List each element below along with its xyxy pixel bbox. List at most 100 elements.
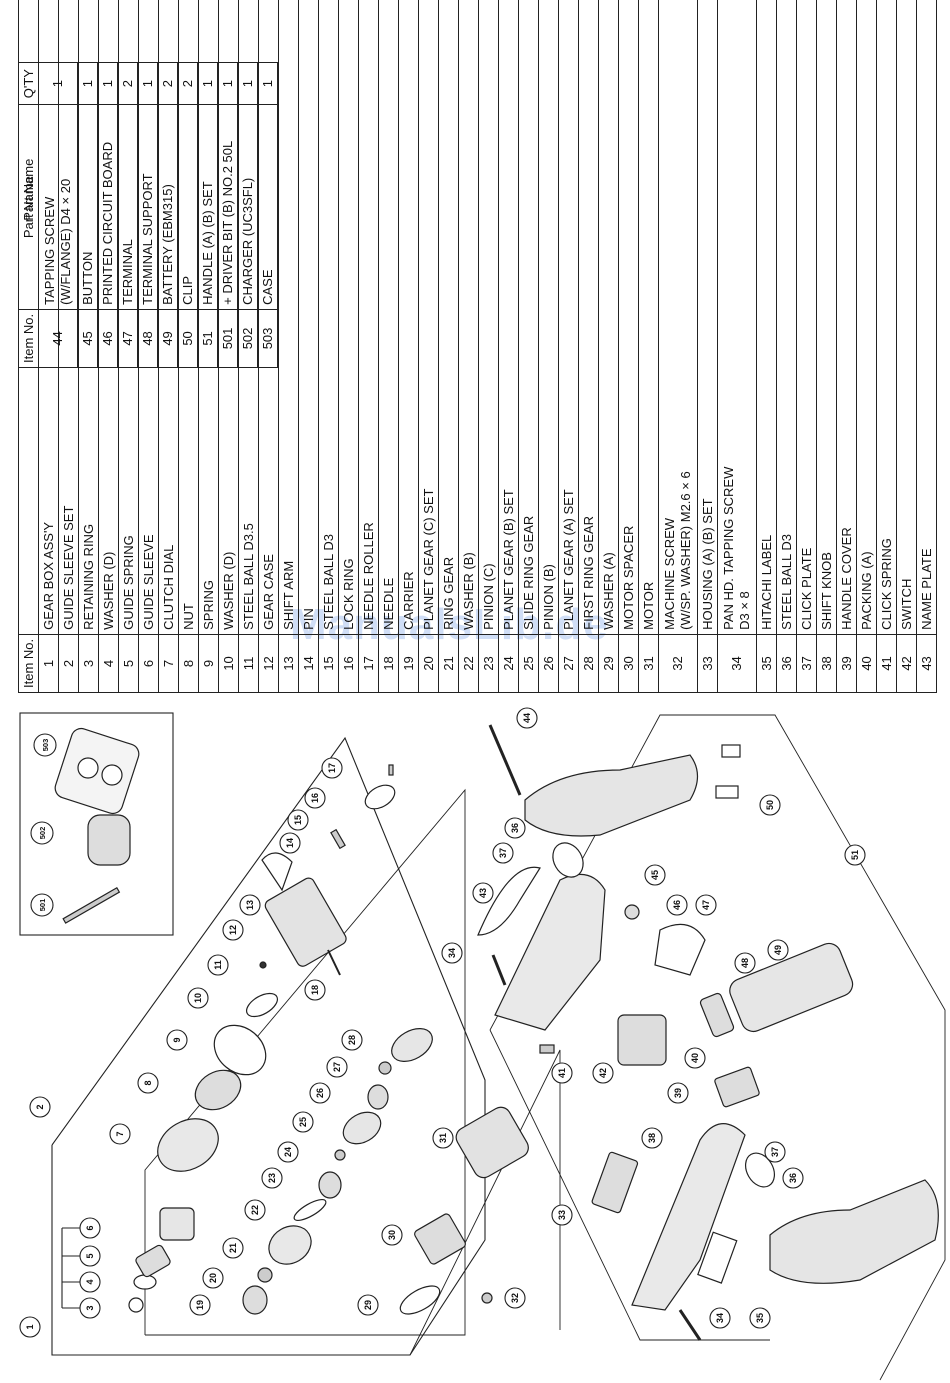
callout-number: 1 bbox=[25, 1324, 35, 1329]
part-name-line1: PAN HD. TAPPING SCREW bbox=[721, 466, 736, 630]
part-name: PINION (C) bbox=[478, 0, 499, 635]
callout-39: 39 bbox=[667, 1082, 689, 1104]
item-no: 42 bbox=[896, 634, 917, 693]
item-no: 15 bbox=[318, 634, 339, 693]
callout-number: 33 bbox=[557, 1210, 567, 1220]
battery-illustration bbox=[729, 942, 854, 1033]
callout-49: 49 bbox=[767, 939, 789, 961]
callout-34: 34 bbox=[441, 942, 463, 964]
part-name: WASHER (A) bbox=[598, 0, 619, 635]
item-no: 3 bbox=[78, 634, 99, 693]
part-name: PLANET GEAR (C) SET bbox=[418, 0, 439, 635]
callout-12: 12 bbox=[222, 919, 244, 941]
driver-bit-illustration bbox=[62, 886, 121, 924]
header-part-name: Part Name bbox=[18, 104, 39, 310]
callout-number: 17 bbox=[327, 763, 337, 773]
handle-illustration bbox=[769, 1179, 939, 1284]
item-no: 28 bbox=[578, 634, 599, 693]
callout-13: 13 bbox=[239, 894, 261, 916]
callout-29: 29 bbox=[357, 1294, 379, 1316]
callout-number: 3 bbox=[85, 1305, 95, 1310]
callout-48: 48 bbox=[734, 952, 756, 974]
switch-illustration bbox=[617, 1014, 667, 1066]
part-name: PLANET GEAR (A) SET bbox=[558, 0, 579, 635]
item-no: 50 bbox=[177, 309, 198, 368]
callout-45: 45 bbox=[644, 864, 666, 886]
callout-15: 15 bbox=[287, 809, 309, 831]
callout-20: 20 bbox=[202, 1267, 224, 1289]
callout-number: 49 bbox=[773, 945, 783, 955]
table-row: 31MOTOR1 bbox=[638, 0, 659, 693]
item-no: 45 bbox=[77, 309, 98, 368]
callout-number: 30 bbox=[387, 1230, 397, 1240]
quantity: 1 bbox=[97, 62, 118, 105]
callout-number: 16 bbox=[310, 793, 320, 803]
callout-28: 28 bbox=[341, 1029, 363, 1051]
item-no: 9 bbox=[198, 634, 219, 693]
callout-24: 24 bbox=[277, 1141, 299, 1163]
callout-number: 501 bbox=[38, 899, 47, 912]
item-no: 1 bbox=[38, 634, 59, 693]
callout-number: 24 bbox=[283, 1147, 293, 1157]
callout-number: 29 bbox=[363, 1300, 373, 1310]
callout-38: 38 bbox=[641, 1127, 663, 1149]
callout-number: 32 bbox=[510, 1293, 520, 1303]
callout-8: 8 bbox=[137, 1072, 159, 1094]
item-no: 43 bbox=[916, 634, 937, 693]
callout-35: 35 bbox=[749, 1307, 771, 1329]
callout-number: 13 bbox=[245, 900, 255, 910]
item-no: 6 bbox=[138, 634, 159, 693]
callout-18: 18 bbox=[304, 979, 326, 1001]
callout-number: 25 bbox=[298, 1117, 308, 1127]
gear-case-illustration bbox=[264, 877, 347, 967]
item-no: 8 bbox=[178, 634, 199, 693]
part-name: WASHER (B) bbox=[458, 0, 479, 635]
part-name: TERMINAL bbox=[117, 104, 138, 310]
part-name-line2: D3 × 8 bbox=[737, 591, 752, 630]
quantity: 1 bbox=[237, 62, 258, 105]
header-qty: Q'TY bbox=[18, 62, 39, 105]
part-name: PLANET GEAR (B) SET bbox=[498, 0, 519, 635]
callout-10: 10 bbox=[187, 987, 209, 1009]
item-no: 35 bbox=[756, 634, 777, 693]
part-name: CLICK PLATE bbox=[796, 0, 817, 635]
callout-30: 30 bbox=[381, 1224, 403, 1246]
callout-1: 1 bbox=[19, 1316, 41, 1338]
quantity: 1 bbox=[77, 62, 98, 105]
callout-25: 25 bbox=[292, 1111, 314, 1133]
part-name-line1: MACHINE SCREW bbox=[662, 517, 677, 630]
part-name-line2: (W/SP. WASHER) M2.6 × 6 bbox=[678, 471, 693, 630]
accessories-box bbox=[19, 712, 174, 936]
callout-42: 42 bbox=[592, 1062, 614, 1084]
callout-51: 51 bbox=[844, 844, 866, 866]
item-no: 25 bbox=[518, 634, 539, 693]
part-name: SLIDE RING GEAR bbox=[518, 0, 539, 635]
callout-number: 9 bbox=[172, 1037, 182, 1042]
part-name: CLIP bbox=[177, 104, 198, 310]
part-name: TERMINAL SUPPORT bbox=[137, 104, 158, 310]
callout-37: 37 bbox=[492, 842, 514, 864]
callout-41: 41 bbox=[551, 1062, 573, 1084]
housing-a-illustration bbox=[494, 873, 606, 1031]
callout-44: 44 bbox=[516, 707, 538, 729]
callout-23: 23 bbox=[261, 1167, 283, 1189]
item-no: 47 bbox=[117, 309, 138, 368]
callout-number: 41 bbox=[557, 1068, 567, 1078]
part-name: LOCK RING bbox=[338, 0, 359, 635]
part-name: MACHINE SCREW(W/SP. WASHER) M2.6 × 6 bbox=[658, 0, 698, 635]
